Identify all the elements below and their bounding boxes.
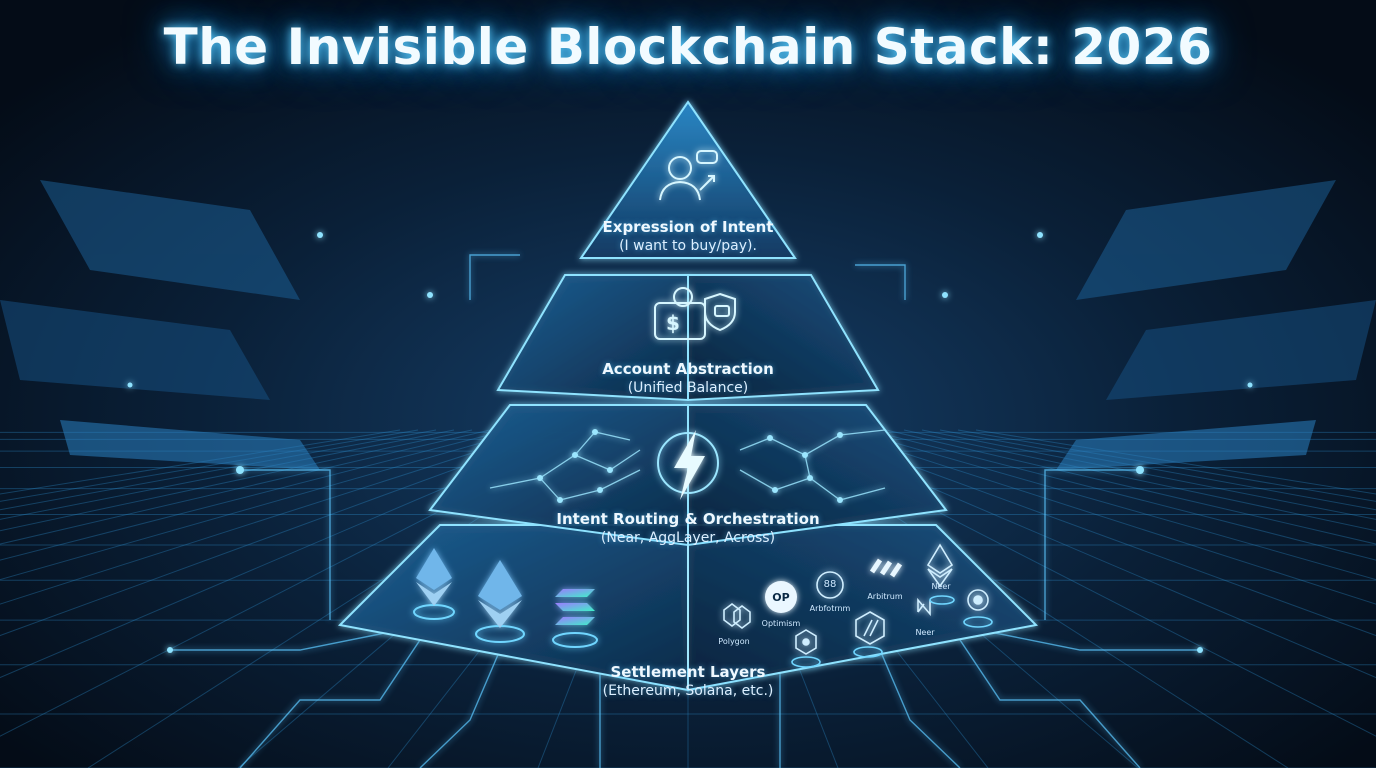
layer-label-intent: Expression of Intent (I want to buy/pay)… — [590, 218, 786, 254]
near-label-a: Neer — [924, 582, 958, 591]
layer-label-settlement: Settlement Layers (Ethereum, Solana, etc… — [560, 663, 816, 699]
layer-heading: Settlement Layers — [560, 663, 816, 681]
page-title: The Invisible Blockchain Stack: 2026 — [0, 18, 1376, 76]
layer-subtitle: (I want to buy/pay). — [590, 238, 786, 254]
svg-text:$: $ — [666, 311, 680, 335]
layer-heading: Intent Routing & Orchestration — [520, 510, 856, 528]
layer-heading: Expression of Intent — [590, 218, 786, 236]
arbitrum-label-a: Arbfotrnm — [806, 604, 854, 613]
layer-subtitle: (Near, AggLayer, Across) — [520, 530, 856, 546]
eight-eight-badge-text: 88 — [818, 579, 842, 590]
layer-subtitle: (Unified Balance) — [560, 380, 816, 396]
polygon-label: Polygon — [712, 637, 756, 646]
layer-label-account: Account Abstraction (Unified Balance) — [560, 360, 816, 396]
near-label-b: Neer — [908, 628, 942, 637]
op-badge-text: OP — [768, 591, 794, 604]
layer-label-routing: Intent Routing & Orchestration (Near, Ag… — [520, 510, 856, 546]
arbitrum-label-b: Arbitrum — [862, 592, 908, 601]
optimism-label: Optimism — [758, 619, 804, 628]
layer-subtitle: (Ethereum, Solana, etc.) — [560, 683, 816, 699]
layer-heading: Account Abstraction — [560, 360, 816, 378]
